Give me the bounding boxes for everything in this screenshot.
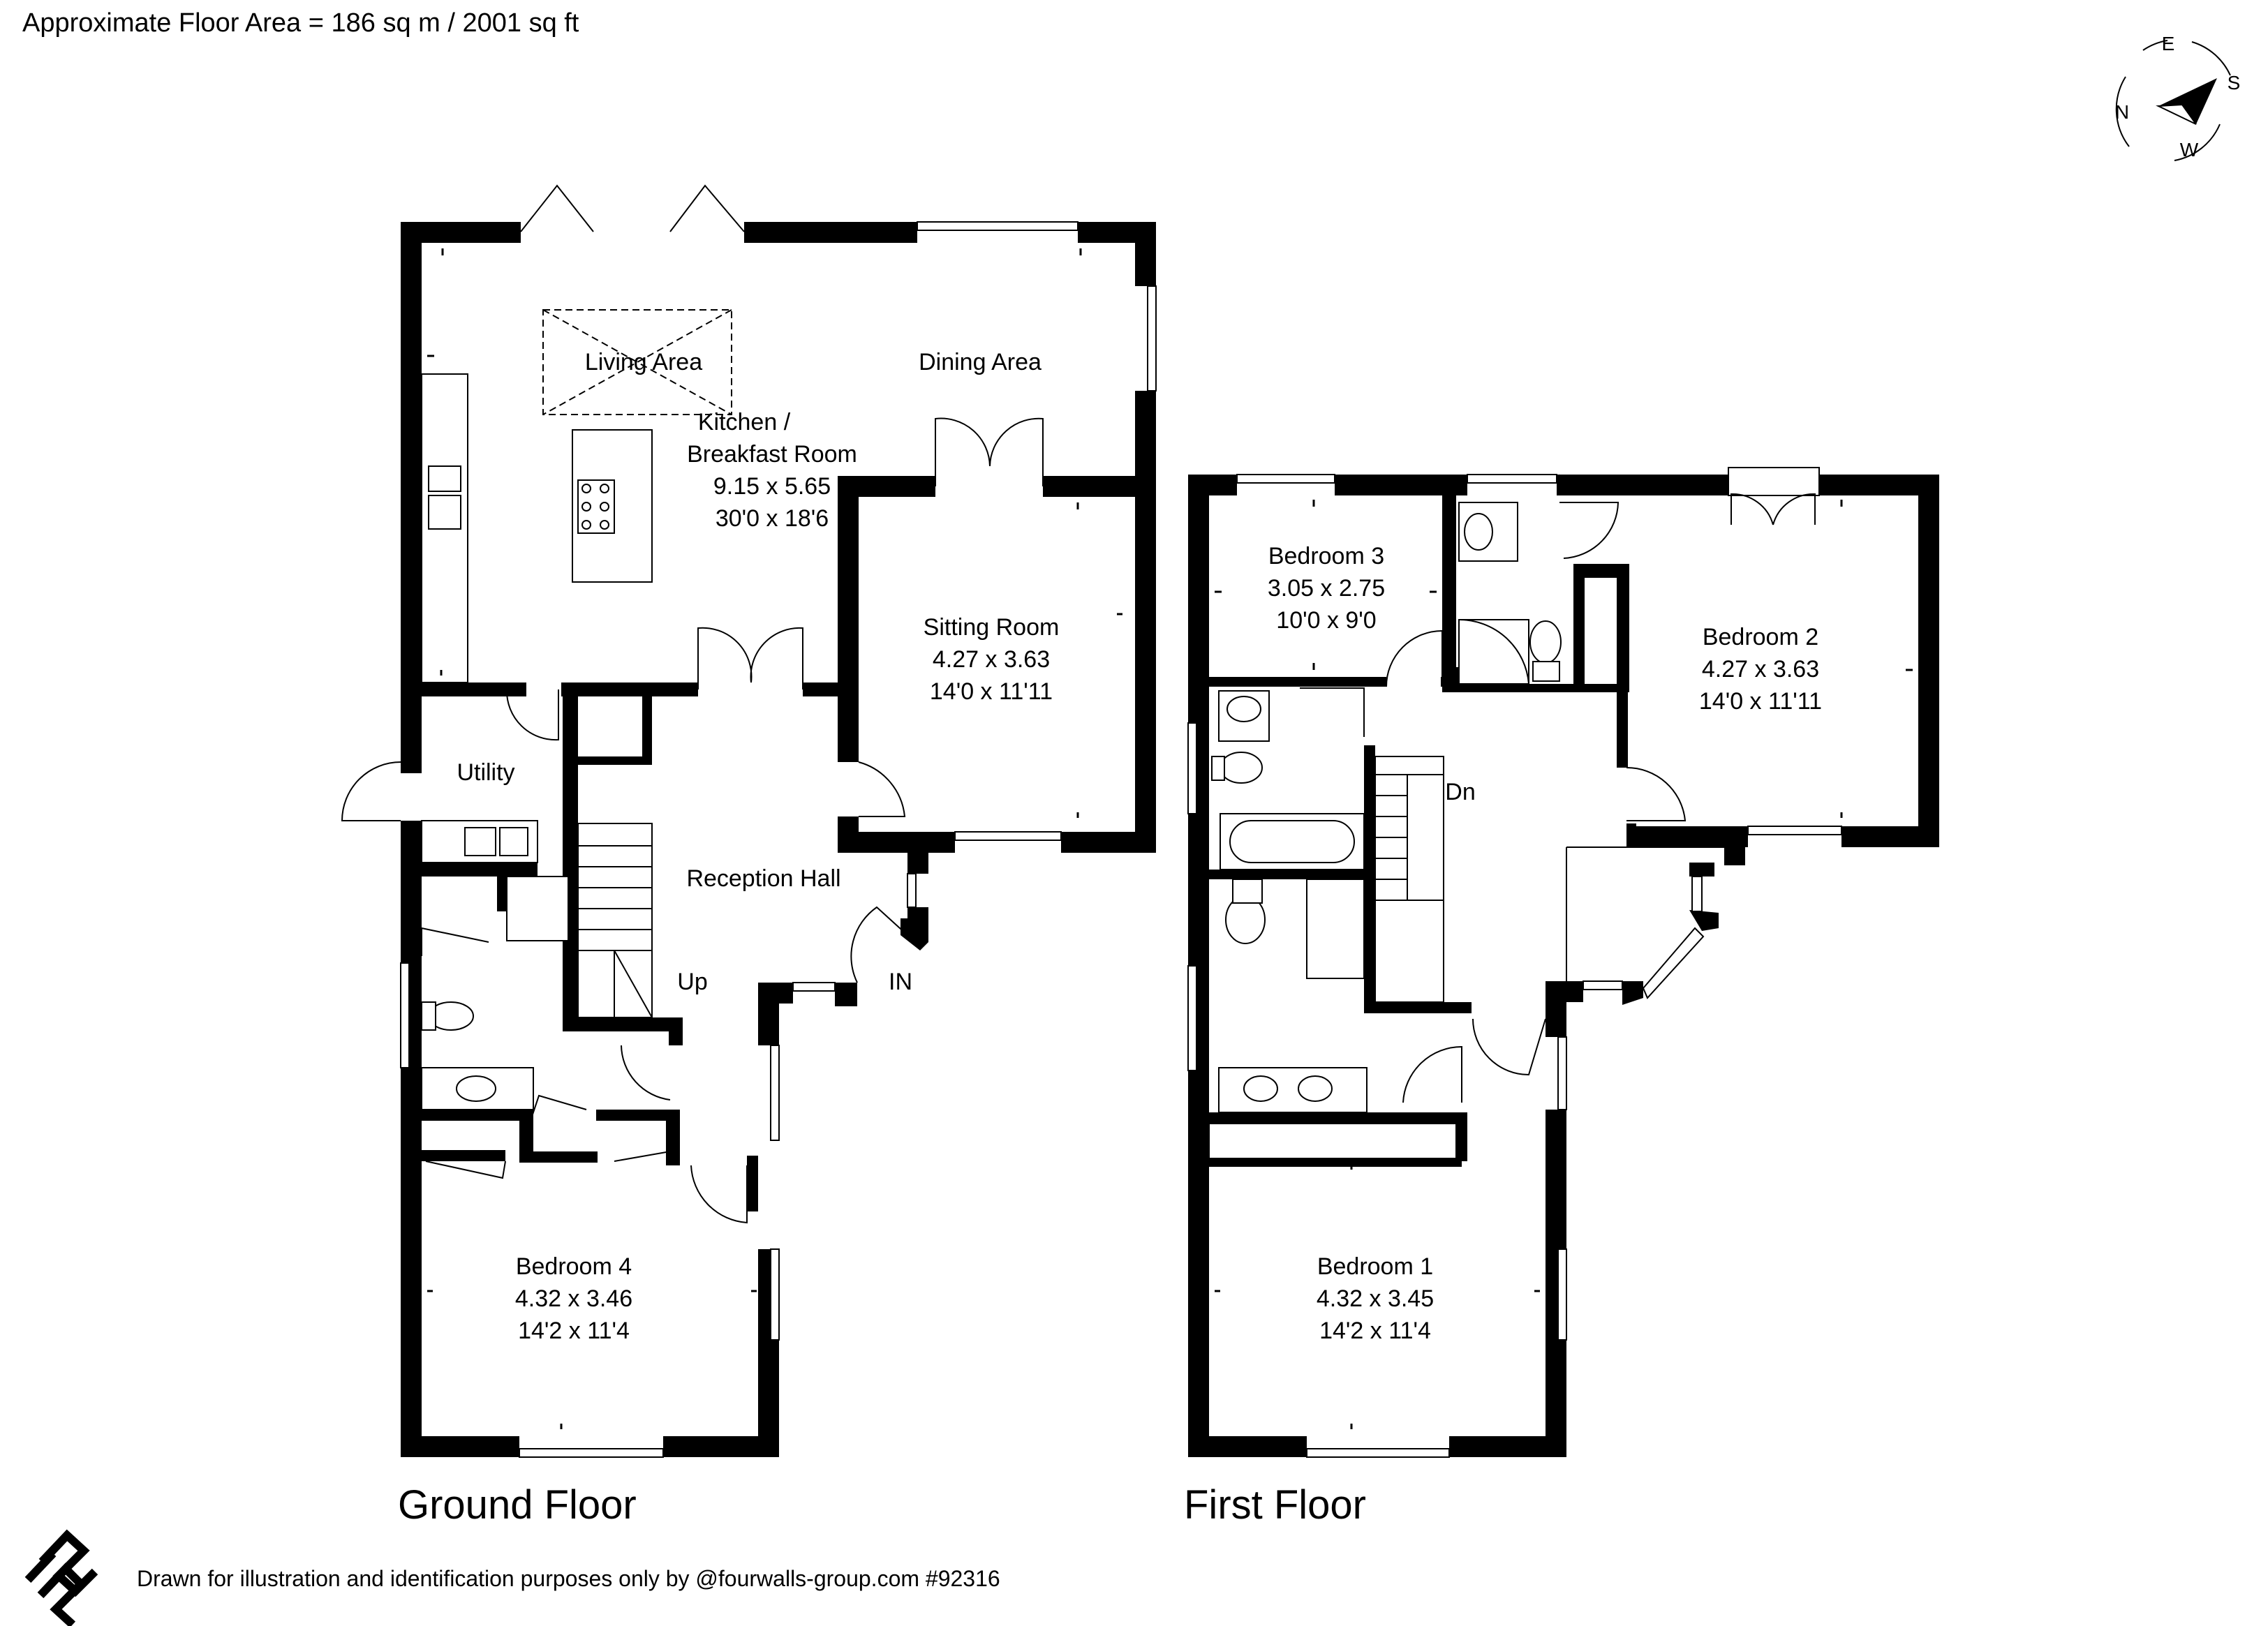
bedroom1-metric: 4.32 x 3.45 — [1317, 1285, 1434, 1312]
bedroom2-label: Bedroom 2 — [1703, 624, 1818, 650]
bedroom4-label: Bedroom 4 — [516, 1253, 632, 1280]
bedroom2-metric: 4.27 x 3.63 — [1702, 656, 1819, 683]
kitchen-metric: 9.15 x 5.65 — [713, 473, 831, 500]
fourwalls-logo-icon — [24, 1529, 98, 1626]
reception-hall-label: Reception Hall — [686, 865, 840, 892]
kitchen-label-1: Kitchen / — [698, 409, 791, 435]
compass-needle-icon — [2158, 78, 2217, 124]
kitchen-label-2: Breakfast Room — [687, 441, 857, 468]
entrance-label: IN — [889, 969, 912, 995]
compass-s: S — [2228, 72, 2241, 94]
bedroom4-imperial: 14'2 x 11'4 — [518, 1318, 630, 1344]
bedroom2-imperial: 14'0 x 11'11 — [1699, 688, 1822, 715]
bedroom1-label: Bedroom 1 — [1317, 1253, 1433, 1280]
ground-floor-title: Ground Floor — [398, 1482, 637, 1528]
living-area-label: Living Area — [585, 349, 702, 375]
bedroom3-label: Bedroom 3 — [1268, 543, 1384, 569]
bedroom3-imperial: 10'0 x 9'0 — [1276, 607, 1376, 634]
sitting-room-metric: 4.27 x 3.63 — [933, 646, 1050, 673]
dining-area-label: Dining Area — [919, 349, 1042, 375]
ground-floor-plan: Living Area Dining Area Kitchen / Breakf… — [341, 184, 1157, 1528]
disclaimer-text: Drawn for illustration and identificatio… — [137, 1566, 1000, 1591]
first-floor-title: First Floor — [1184, 1482, 1366, 1528]
bedroom4-metric: 4.32 x 3.46 — [515, 1285, 632, 1312]
compass-w: W — [2180, 139, 2199, 161]
compass: E S N W — [2115, 33, 2240, 161]
floor-area-caption: Approximate Floor Area = 186 sq m / 2001… — [22, 8, 579, 38]
sitting-room-imperial: 14'0 x 11'11 — [930, 678, 1053, 705]
first-floor-plan: Bedroom 3 3.05 x 2.75 10'0 x 9'0 Bedroom… — [1184, 467, 1939, 1528]
compass-n: N — [2115, 101, 2129, 123]
sitting-room-label: Sitting Room — [924, 614, 1060, 641]
stairs-down-label: Dn — [1445, 779, 1475, 805]
kitchen-imperial: 30'0 x 18'6 — [716, 505, 829, 532]
utility-label: Utility — [457, 759, 514, 786]
bedroom3-metric: 3.05 x 2.75 — [1268, 575, 1385, 602]
compass-e: E — [2162, 33, 2175, 54]
stairs-up-label: Up — [677, 969, 707, 995]
bedroom1-imperial: 14'2 x 11'4 — [1319, 1318, 1431, 1344]
